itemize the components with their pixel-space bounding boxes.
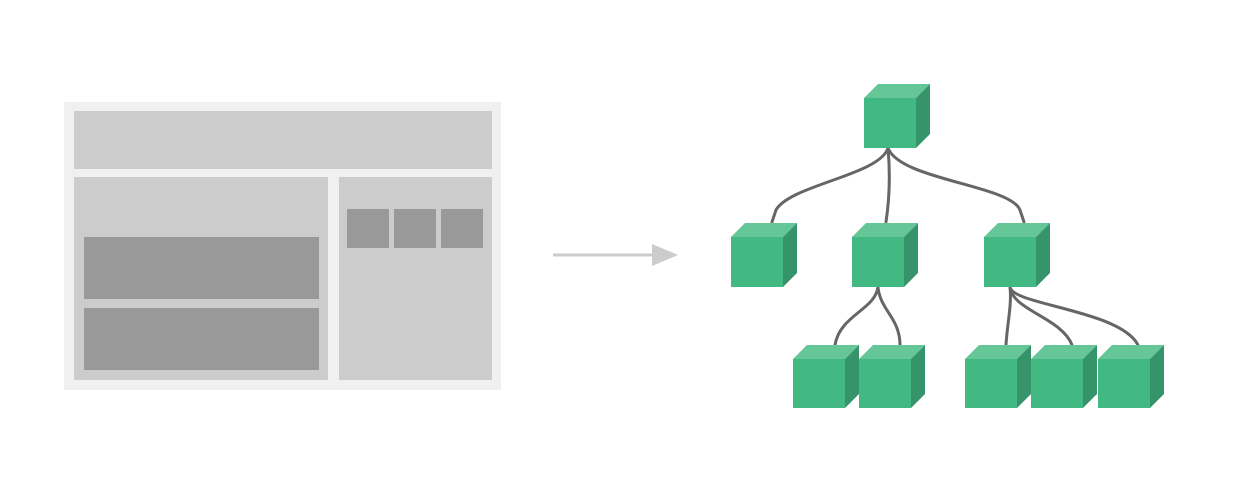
cube-node-grandchild-1	[793, 345, 859, 408]
layout-sidebar-block	[347, 209, 389, 248]
cube-front	[859, 359, 911, 408]
layout-main-block	[84, 308, 319, 370]
cube-top	[1098, 345, 1164, 359]
arrowhead-icon	[652, 244, 678, 266]
cube-front	[1031, 359, 1083, 408]
cube-node-grandchild-4	[1031, 345, 1097, 408]
cube-top	[852, 223, 918, 237]
cube-side	[911, 345, 925, 408]
cube-side	[1036, 223, 1050, 287]
connector-root-child-left	[770, 146, 890, 224]
cube-top	[864, 84, 930, 98]
layout-header	[74, 111, 492, 169]
cube-front	[852, 237, 904, 287]
layout-mockup	[64, 102, 501, 390]
connector-right-grandchild-5	[1008, 285, 1140, 347]
cube-side	[845, 345, 859, 408]
cube-node-child-middle	[852, 223, 918, 287]
cube-side	[916, 84, 930, 148]
cube-node-child-left	[731, 223, 797, 287]
layout-main-block	[84, 237, 319, 299]
connector-root-child-middle	[884, 146, 891, 224]
layout-sidebar-block	[394, 209, 436, 248]
cube-node-grandchild-3	[965, 345, 1031, 408]
connector-middle-grandchild-2	[876, 285, 902, 347]
cube-front	[984, 237, 1036, 287]
cube-front	[864, 98, 916, 148]
cube-node-root	[864, 84, 930, 148]
connector-middle-grandchild-1	[833, 285, 880, 347]
cube-side	[1150, 345, 1164, 408]
cube-front	[793, 359, 845, 408]
cube-top	[1031, 345, 1097, 359]
cube-top	[965, 345, 1031, 359]
cube-front	[965, 359, 1017, 408]
cube-top	[984, 223, 1050, 237]
cube-top	[859, 345, 925, 359]
cube-front	[731, 237, 783, 287]
cube-side	[783, 223, 797, 287]
cube-node-child-right	[984, 223, 1050, 287]
connector-right-grandchild-4	[1008, 285, 1074, 347]
transform-arrow	[553, 244, 678, 266]
cube-top	[731, 223, 797, 237]
cube-side	[1083, 345, 1097, 408]
connector-right-grandchild-3	[1004, 285, 1012, 347]
cube-side	[1017, 345, 1031, 408]
cube-node-grandchild-5	[1098, 345, 1164, 408]
cube-node-grandchild-2	[859, 345, 925, 408]
tree-connectors	[770, 146, 1140, 347]
cube-front	[1098, 359, 1150, 408]
cube-top	[793, 345, 859, 359]
layout-sidebar-block	[441, 209, 483, 248]
connector-root-child-right	[886, 146, 1026, 224]
cube-side	[904, 223, 918, 287]
layout-sidebar	[339, 177, 492, 380]
tree-nodes	[731, 84, 1164, 408]
